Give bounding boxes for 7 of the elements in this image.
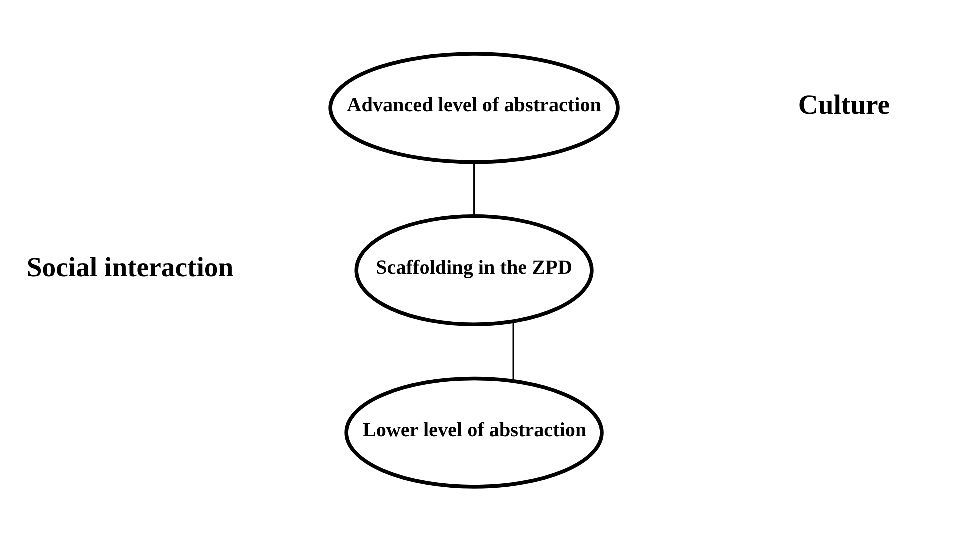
node-ellipse: Lower level of abstraction <box>344 376 604 489</box>
label: Social interaction <box>26 251 234 282</box>
node-ellipse: Scaffolding in the ZPD <box>354 214 594 326</box>
connector <box>512 322 514 382</box>
label: Culture <box>798 88 890 120</box>
node-ellipse: Advanced level of abstraction <box>328 52 620 164</box>
connector <box>474 162 476 216</box>
